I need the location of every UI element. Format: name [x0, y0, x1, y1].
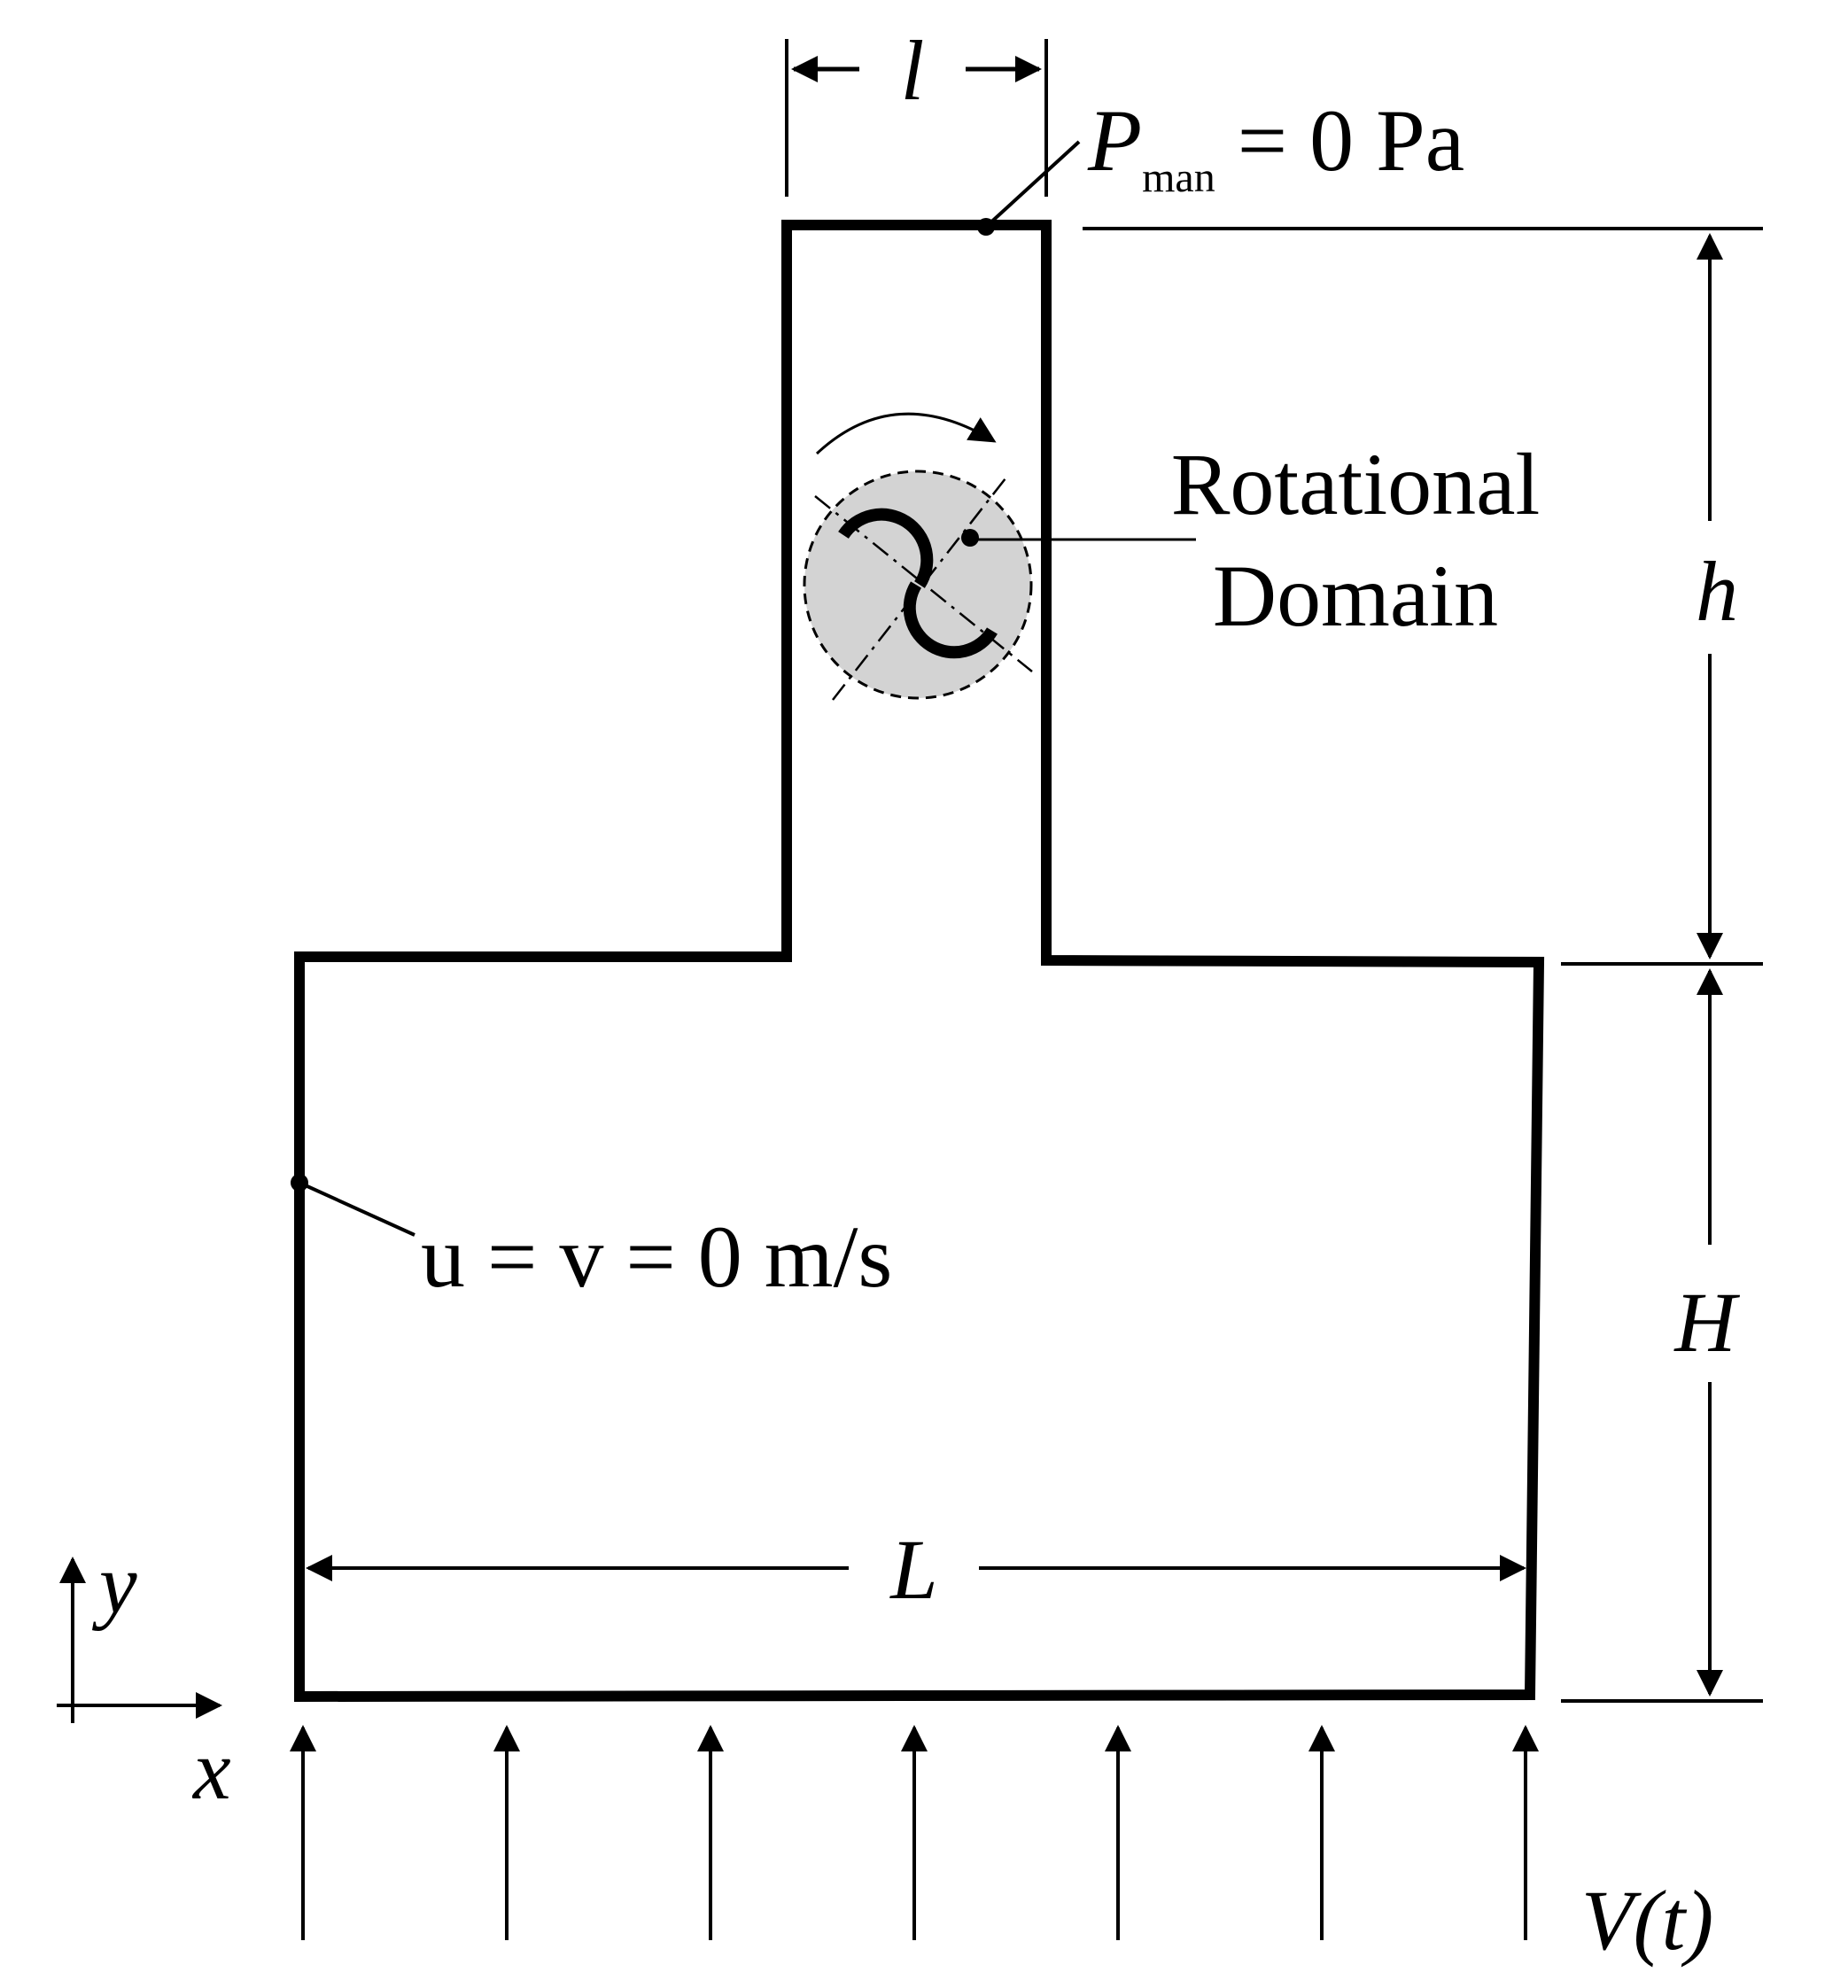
rotational-domain-label-1: Rotational: [1171, 435, 1541, 533]
height-h-label: h: [1696, 544, 1738, 639]
width-l-label: l: [901, 23, 925, 118]
width-L-label: L: [889, 1522, 937, 1617]
axis-x-label: x: [191, 1722, 231, 1817]
coordinate-axes: y x: [57, 1536, 231, 1817]
rotation-arrow: [815, 412, 997, 455]
height-H-dimension: H: [1561, 962, 1763, 1703]
axis-y-label: y: [91, 1536, 137, 1631]
inlet-velocity-label: V(t): [1581, 1873, 1713, 1968]
outlet-pressure-callout: Pman = 0 Pa: [977, 91, 1464, 236]
height-H-label: H: [1673, 1275, 1740, 1370]
rotational-domain-label-2: Domain: [1213, 547, 1498, 645]
height-h-dimension: h: [1083, 227, 1763, 959]
rotor-blade-upper-icon: [838, 508, 934, 588]
rotor-blade-lower-icon: [903, 581, 998, 659]
wall-condition-callout: u = v = 0 m/s: [291, 1174, 892, 1306]
outlet-pressure-label: Pman = 0 Pa: [1087, 91, 1464, 201]
rotational-domain: Rotational Domain: [803, 412, 1541, 701]
inlet-velocity-arrows: V(t): [290, 1725, 1713, 1968]
domain-outline: [294, 220, 1545, 1703]
rotor-disk: [803, 470, 1033, 700]
wall-condition-label: u = v = 0 m/s: [421, 1208, 892, 1306]
width-L-dimension: L: [306, 1522, 1526, 1617]
width-l-dimension: l: [785, 23, 1048, 197]
